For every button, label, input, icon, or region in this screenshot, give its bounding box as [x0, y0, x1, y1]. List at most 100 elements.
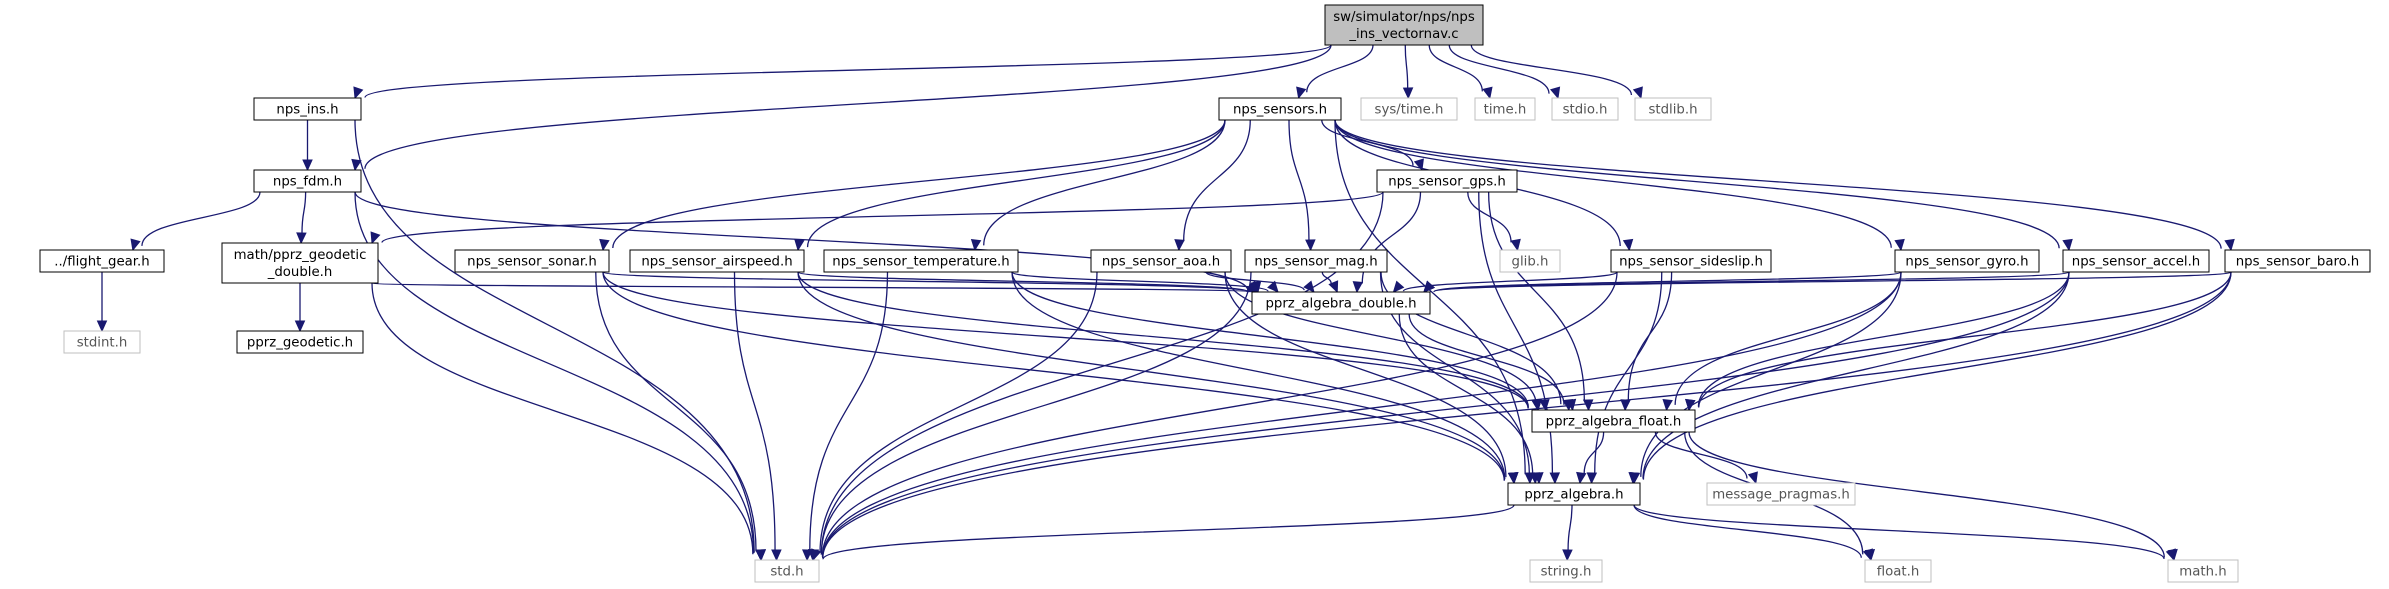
edge-arrowhead — [1632, 86, 1643, 100]
edge-arrowhead — [353, 86, 364, 100]
edge-arrowhead — [296, 232, 307, 245]
edge-root-to-nps-sensors — [1306, 44, 1374, 93]
node-nps-sensor-sideslip[interactable]: nps_sensor_sideslip.h — [1610, 249, 1772, 273]
node-box — [2062, 249, 2210, 273]
edge-nps-sensor-baro-to-std — [822, 271, 2232, 559]
edge-nps-sensor-accel-to-pprz-algebra-float — [1697, 271, 2070, 407]
node-box — [1529, 559, 1603, 583]
edge-arrowhead — [1622, 238, 1634, 252]
node-pprz-algebra-float[interactable]: pprz_algebra_float.h — [1531, 409, 1696, 433]
node-string: string.h — [1529, 559, 1603, 583]
node-nps-sensor-aoa[interactable]: nps_sensor_aoa.h — [1090, 249, 1232, 273]
dependency-edges — [96, 44, 2235, 562]
edge-nps-sensor-sideslip-to-pprz-algebra-double — [1402, 271, 1618, 292]
edge-arrowhead — [1629, 472, 1641, 485]
node-nps-sensor-sonar[interactable]: nps_sensor_sonar.h — [454, 249, 610, 273]
node-box — [253, 97, 362, 121]
edge-nps-sensor-sonar-to-pprz-algebra — [602, 271, 1505, 481]
edge-nps-sensor-baro-to-pprz-algebra — [1642, 271, 2232, 480]
node-label: nps_fdm.h — [273, 175, 342, 190]
edge-pprz-geodetic-double-to-pprz-algebra-double — [371, 282, 1249, 293]
edge-arrowhead — [1894, 238, 1905, 252]
node-pprz-geodetic-double[interactable]: math/pprz_geodetic_double.h — [221, 242, 379, 284]
node-label: nps_sensors.h — [1233, 103, 1327, 118]
edge-nps-ins-to-std — [354, 119, 755, 553]
edge-nps-sensors-to-pprz-algebra — [1334, 119, 1526, 475]
node-nps-ins[interactable]: nps_ins.h — [253, 97, 362, 121]
node-box — [2224, 249, 2371, 273]
edge-arrowhead — [1586, 472, 1598, 485]
node-pprz-geodetic[interactable]: pprz_geodetic.h — [236, 330, 364, 354]
edge-nps-sensor-temperature-to-std — [809, 271, 889, 551]
node-nps-sensor-mag[interactable]: nps_sensor_mag.h — [1244, 249, 1388, 273]
node-label: nps_sensor_accel.h — [2072, 255, 2200, 270]
edge-arrowhead — [1562, 549, 1573, 562]
edge-arrowhead — [1352, 281, 1364, 294]
node-pprz-algebra[interactable]: pprz_algebra.h — [1507, 482, 1641, 506]
node-nps-sensor-accel[interactable]: nps_sensor_accel.h — [2062, 249, 2210, 273]
node-box — [1499, 249, 1561, 273]
edge-nps-sensors-to-nps-sensor-temperature — [983, 119, 1226, 246]
node-label: nps_sensor_gyro.h — [1905, 255, 2028, 270]
node-box — [1551, 97, 1619, 121]
node-nps-sensor-baro[interactable]: nps_sensor_baro.h — [2224, 249, 2371, 273]
node-nps-sensor-gyro[interactable]: nps_sensor_gyro.h — [1894, 249, 2040, 273]
node-box — [1324, 4, 1484, 46]
node-label: string.h — [1541, 565, 1592, 580]
node-label: stdint.h — [77, 336, 128, 351]
edge-nps-sensor-sonar-to-pprz-algebra-double — [602, 271, 1249, 293]
node-label: float.h — [1877, 565, 1920, 580]
edge-nps-sensor-gps-to-glib — [1467, 191, 1512, 243]
node-pprz-algebra-double[interactable]: pprz_algebra_double.h — [1251, 291, 1431, 315]
node-box — [236, 330, 364, 354]
node-nps-fdm[interactable]: nps_fdm.h — [253, 169, 362, 193]
edge-arrowhead — [1620, 399, 1631, 412]
edge-arrowhead — [1174, 239, 1185, 252]
node-box — [39, 249, 165, 273]
node-flight-gear[interactable]: ../flight_gear.h — [39, 249, 165, 273]
node-float: float.h — [1864, 559, 1932, 583]
node-label: stdio.h — [1563, 103, 1608, 118]
edge-arrowhead — [1508, 472, 1519, 485]
node-label: _double.h — [267, 265, 333, 280]
edge-nps-sensor-aoa-to-pprz-algebra-float — [1224, 271, 1538, 407]
edge-nps-sensors-to-nps-sensor-sonar — [612, 119, 1226, 248]
edge-nps-sensors-to-nps-sensor-aoa — [1183, 119, 1251, 242]
node-sys-time: sys/time.h — [1360, 97, 1458, 121]
edge-nps-sensor-gyro-to-pprz-algebra-double — [1433, 271, 1902, 293]
edge-arrowhead — [1303, 280, 1315, 293]
edge-arrowhead — [794, 238, 805, 252]
edge-arrowhead — [1549, 472, 1561, 485]
edge-nps-sensor-gyro-to-pprz-algebra — [1640, 271, 1902, 477]
node-label: pprz_algebra_double.h — [1265, 297, 1416, 312]
node-label: glib.h — [1512, 255, 1549, 270]
edge-arrowhead — [294, 320, 306, 333]
edge-pprz-algebra-double-to-pprz-algebra-float — [1408, 313, 1565, 405]
node-label: nps_sensor_baro.h — [2236, 255, 2359, 270]
edge-pprz-algebra-double-to-pprz-algebra — [1398, 313, 1534, 476]
edge-nps-fdm-to-flight-gear — [141, 191, 261, 246]
node-nps-sensor-gps[interactable]: nps_sensor_gps.h — [1376, 169, 1518, 193]
node-box — [1244, 249, 1388, 273]
node-box — [2167, 559, 2239, 583]
edge-arrowhead — [1296, 86, 1307, 100]
node-root[interactable]: sw/simulator/nps/nps_ins_vectornav.c — [1324, 4, 1484, 46]
node-nps-sensors[interactable]: nps_sensors.h — [1218, 97, 1342, 121]
edge-pprz-geodetic-double-to-std — [371, 282, 754, 555]
node-label: nps_sensor_aoa.h — [1102, 255, 1220, 270]
node-box — [253, 169, 362, 193]
node-label: pprz_algebra.h — [1524, 488, 1623, 503]
edge-arrowhead — [1582, 399, 1594, 412]
edge-arrowhead — [351, 158, 362, 172]
node-nps-sensor-temperature[interactable]: nps_sensor_temperature.h — [823, 249, 1019, 273]
edge-root-to-time — [1428, 44, 1483, 92]
edge-arrowhead — [1482, 86, 1493, 100]
edge-arrowhead — [1392, 280, 1405, 293]
node-label: nps_ins.h — [276, 103, 338, 118]
edge-nps-sensor-baro-to-pprz-algebra-double — [1433, 271, 2232, 293]
edge-arrowhead — [1328, 280, 1339, 294]
edge-arrowhead — [96, 320, 108, 333]
node-nps-sensor-airspeed[interactable]: nps_sensor_airspeed.h — [629, 249, 805, 273]
edge-nps-sensor-sideslip-to-pprz-algebra — [1594, 271, 1663, 474]
node-label: nps_sensor_mag.h — [1254, 255, 1377, 270]
